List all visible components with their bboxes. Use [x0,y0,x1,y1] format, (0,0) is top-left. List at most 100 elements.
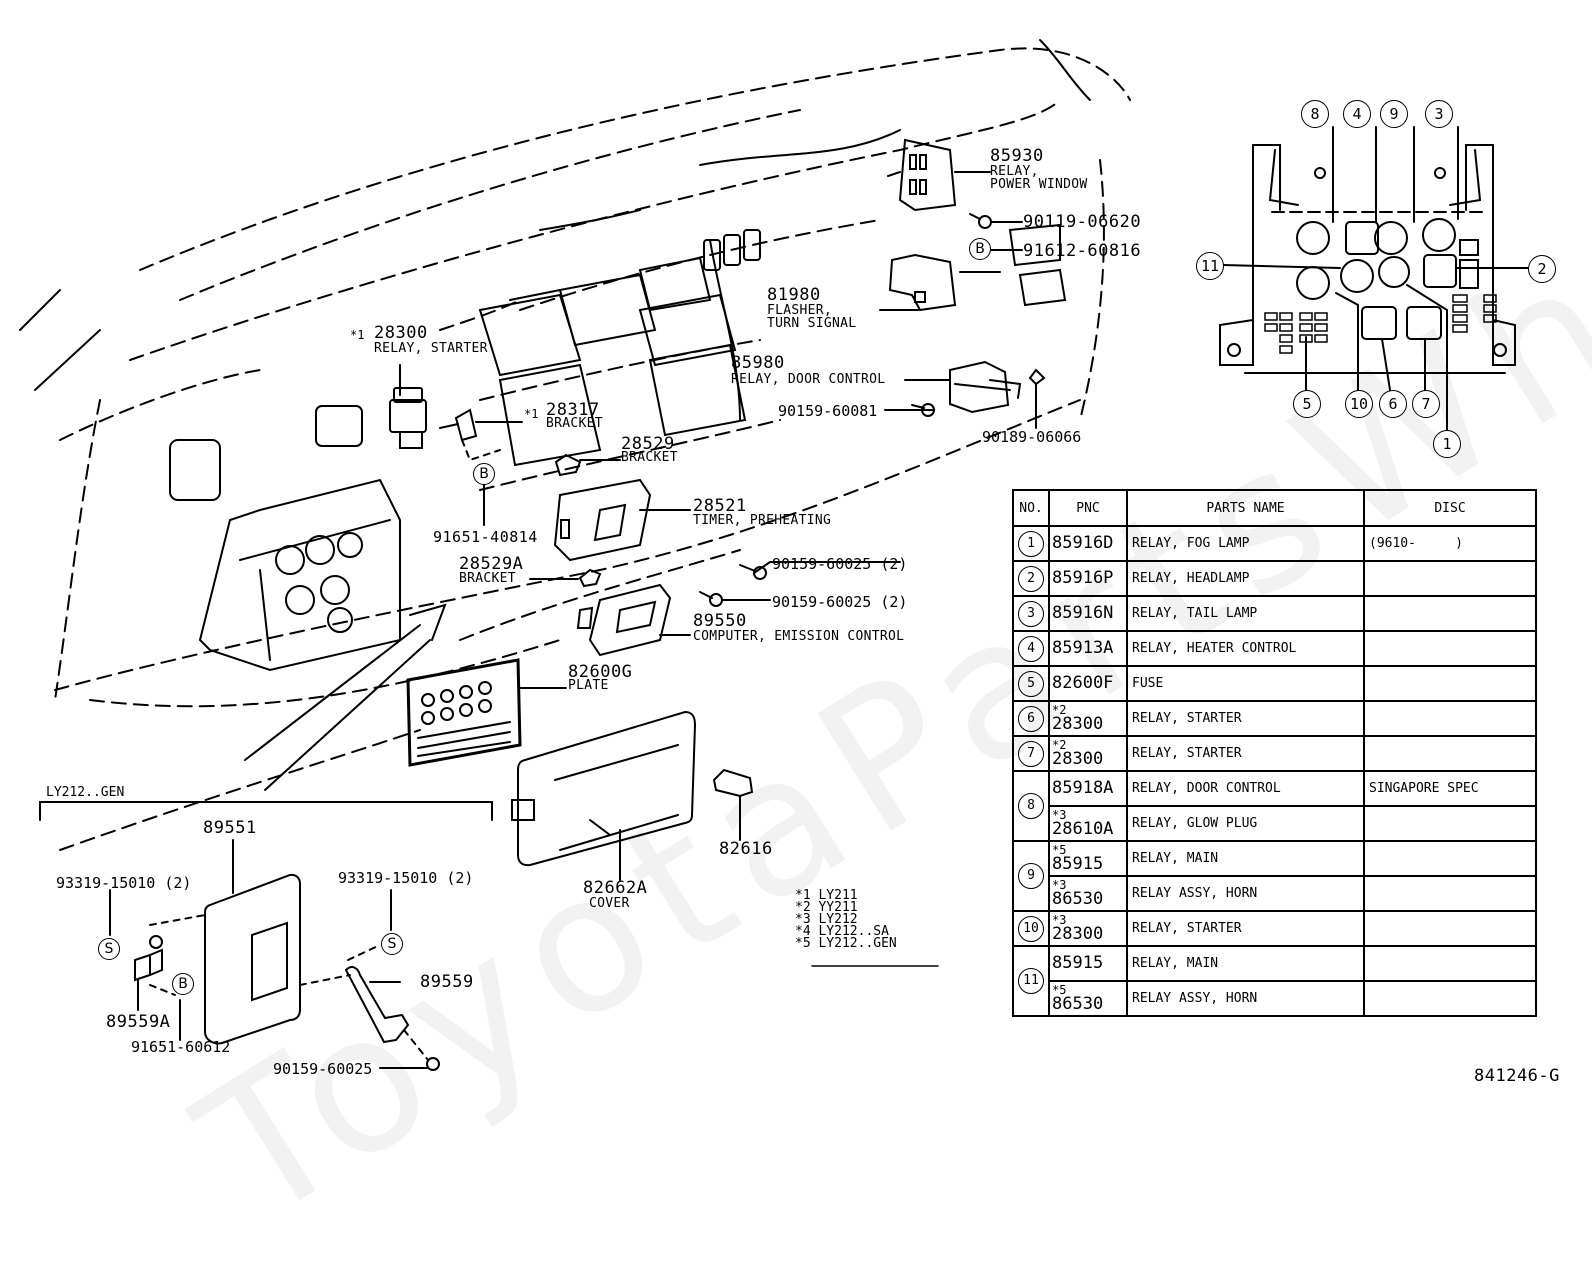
part-number-90159-60081[interactable]: 90159-60081 [778,402,878,420]
part-name-28300: RELAY, STARTER [374,341,488,356]
position-callout-1[interactable]: 1 [1433,430,1461,458]
legend-item-1: *1 LY211 [795,888,858,903]
disc-cell: (9610- ) [1363,525,1537,562]
table-row[interactable]: 1 85916D RELAY, FOG LAMP (9610- ) [1012,525,1537,562]
part-number-90159-60025-bottom[interactable]: 90159-60025 [273,1060,373,1078]
part-number-82662a[interactable]: 82662A [583,878,648,898]
part-name-85930-line1: RELAY, [990,164,1039,179]
part-number-90159-60025-upper[interactable]: 90159-60025 (2) [772,555,908,573]
part-number-28317[interactable]: 28317 [546,400,600,420]
part-number-90119-06620[interactable]: 90119-06620 [1023,212,1142,232]
position-callout-9[interactable]: 9 [1380,100,1408,128]
disc-cell [1363,735,1537,772]
pnc-cell[interactable]: 85916D [1048,525,1128,562]
part-number-90189-06066[interactable]: 90189-06066 [982,428,1082,446]
flasher-shape [879,253,1001,312]
table-row[interactable]: 2 85916P RELAY, HEADLAMP [1012,560,1537,597]
bolt-symbol-b-icon: B [969,238,991,260]
table-row[interactable]: 8 85918A RELAY, DOOR CONTROL SINGAPORE S… [1012,770,1537,842]
bolt-symbol-b-icon: B [172,973,194,995]
pnc-cell[interactable]: 85913A [1048,630,1128,667]
part-number-28300[interactable]: 28300 [374,323,428,343]
pnc-cell[interactable]: 85916N [1048,595,1128,632]
pnc-value: 86530 [1052,993,1104,1014]
part-number-82616[interactable]: 82616 [719,839,773,859]
pnc-cell[interactable]: 85916P [1048,560,1128,597]
parts-name-cell: RELAY ASSY, HORN [1126,875,1365,912]
position-callout-10[interactable]: 10 [1345,390,1373,418]
part-number-89550[interactable]: 89550 [693,611,747,631]
dashboard-panels [169,223,1067,501]
part-number-85980[interactable]: 85980 [731,353,785,373]
row-number: 9 [1018,863,1044,889]
position-callout-2[interactable]: 2 [1528,255,1556,283]
table-row[interactable]: 11 85915 RELAY, MAIN [1012,945,1537,1017]
part-name-28521: TIMER, PREHEATING [693,513,832,528]
disc-cell [1363,980,1537,1017]
row-number: 7 [1018,740,1044,767]
row-number: 8 [1018,793,1044,819]
position-callout-5[interactable]: 5 [1293,390,1321,418]
applicability-mark: *3 [1052,877,1067,892]
part-number-82600g[interactable]: 82600G [568,662,633,682]
part-name-89550: COMPUTER, EMISSION CONTROL [693,629,905,644]
row-number: 11 [1018,968,1044,994]
column-header-no: NO. [1012,489,1050,527]
position-callout-3[interactable]: 3 [1425,100,1453,128]
part-number-28521[interactable]: 28521 [693,496,747,516]
screw-symbol-s-icon: S [98,938,120,960]
part-number-89559a[interactable]: 89559A [106,1012,171,1032]
pnc-cell[interactable]: 85918A [1048,770,1128,807]
position-callout-8[interactable]: 8 [1301,100,1329,128]
position-callout-6[interactable]: 6 [1379,390,1407,418]
table-row[interactable]: 5 82600F FUSE [1012,665,1537,702]
pnc-cell[interactable]: 85915 [1048,945,1128,982]
position-callout-7[interactable]: 7 [1412,390,1440,418]
table-row[interactable]: 4 85913A RELAY, HEATER CONTROL [1012,630,1537,667]
plate-shape [406,658,567,767]
clip-shape [712,768,754,841]
part-number-93319-15010-right[interactable]: 93319-15010 (2) [338,869,474,887]
parts-name-cell: RELAY, STARTER [1126,910,1365,947]
part-number-81980[interactable]: 81980 [767,285,821,305]
ecu-89551-shape [149,839,381,1045]
table-row[interactable]: 3 85916N RELAY, TAIL LAMP [1012,595,1537,632]
part-number-89559[interactable]: 89559 [420,972,474,992]
part-number-28529a[interactable]: 28529A [459,554,524,574]
position-callout-11[interactable]: 11 [1196,252,1224,280]
column-header-pnc: PNC [1048,489,1128,527]
part-number-89551[interactable]: 89551 [203,818,257,838]
part-number-28529[interactable]: 28529 [621,434,675,454]
part-name-81980-line1: FLASHER, [767,303,833,318]
part-number-91651-40814[interactable]: 91651-40814 [433,528,538,546]
leader-lines [109,249,1023,1041]
part-number-90159-60025-lower[interactable]: 90159-60025 (2) [772,593,908,611]
part-number-85930[interactable]: 85930 [990,146,1044,166]
disc-cell [1363,700,1537,737]
parts-name-cell: RELAY ASSY, HORN [1126,980,1365,1017]
applicability-mark: *1 [350,328,365,342]
part-name-28529: BRACKET [621,450,678,465]
row-number: 3 [1018,600,1044,627]
pnc-cell[interactable]: 82600F [1048,665,1128,702]
position-callout-4[interactable]: 4 [1343,100,1371,128]
part-name-85980: RELAY, DOOR CONTROL [731,372,886,387]
direction-arrow [244,603,447,791]
part-number-91612-60816[interactable]: 91612-60816 [1023,241,1142,261]
part-number-91651-60612[interactable]: 91651-60612 [131,1038,231,1056]
part-number-93319-15010-left[interactable]: 93319-15010 (2) [56,874,192,892]
